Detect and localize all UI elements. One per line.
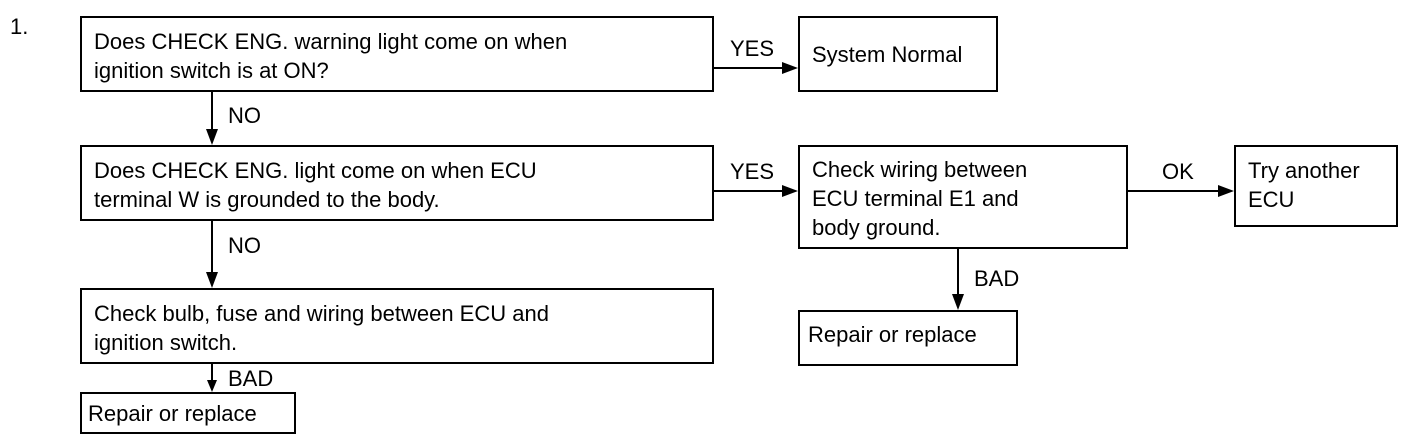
edge-label-q1-yes: YES — [730, 36, 775, 61]
repair-or-replace-box-right: Repair or replace — [798, 310, 1018, 366]
edge-label-bulb-bad: BAD — [228, 366, 274, 391]
question-ecu-terminal-w-box: Does CHECK ENG. light come on when ECU t… — [80, 145, 714, 221]
try-another-ecu-box: Try another ECU — [1234, 145, 1398, 227]
arrowhead-wiring-bad — [952, 294, 964, 310]
edge-label-q1-no: NO — [228, 103, 261, 128]
check-bulb-fuse-wiring-box: Check bulb, fuse and wiring between ECU … — [80, 288, 714, 364]
edge-label-q2-no: NO — [228, 233, 261, 258]
step-number: 1. — [10, 14, 29, 39]
arrowhead-q2-yes — [782, 185, 798, 197]
arrowhead-q2-no — [206, 272, 218, 288]
arrowhead-q1-yes — [782, 62, 798, 74]
system-normal-box: System Normal — [798, 16, 998, 92]
repair-or-replace-box-left: Repair or replace — [80, 392, 296, 434]
check-wiring-e1-box: Check wiring between ECU terminal E1 and… — [798, 145, 1128, 249]
question-check-eng-ignition-box: Does CHECK ENG. warning light come on wh… — [80, 16, 714, 92]
arrowhead-q1-no — [206, 129, 218, 145]
edge-label-wiring-ok: OK — [1162, 159, 1194, 184]
arrowhead-wiring-ok — [1218, 185, 1234, 197]
arrowhead-bulb-bad — [207, 380, 217, 392]
edge-label-wiring-bad: BAD — [974, 266, 1020, 291]
edge-label-q2-yes: YES — [730, 159, 775, 184]
